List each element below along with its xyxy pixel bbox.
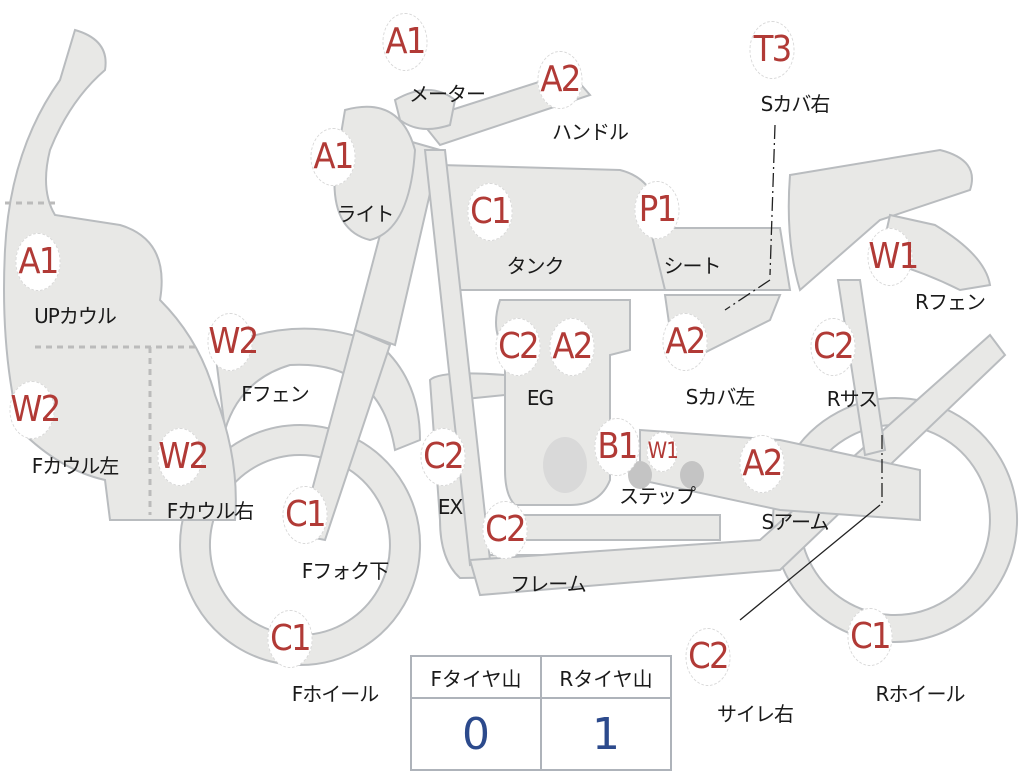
part-label-light: ライト bbox=[336, 202, 395, 226]
part-label-front-fender: Fフェン bbox=[241, 382, 310, 406]
front-tire-value[interactable]: 0 bbox=[410, 697, 542, 771]
damage-code-meter[interactable]: A1 bbox=[382, 13, 428, 71]
part-label-front-fork-lower: Fフォク下 bbox=[301, 559, 390, 583]
rear-tire-header: Rタイヤ山 bbox=[540, 655, 672, 699]
part-label-seat: シート bbox=[663, 254, 722, 278]
front-tire-header: Fタイヤ山 bbox=[410, 655, 542, 699]
damage-code-engine-2[interactable]: A2 bbox=[549, 318, 595, 376]
part-label-meter: メーター bbox=[409, 82, 486, 106]
part-label-step: ステップ bbox=[619, 484, 696, 508]
part-label-front-cowl-right: Fカウル右 bbox=[166, 499, 255, 523]
part-label-rear-suspension: Rサス bbox=[826, 387, 878, 411]
damage-code-frame[interactable]: C2 bbox=[482, 501, 528, 559]
damage-code-front-cowl-left[interactable]: W2 bbox=[9, 381, 61, 439]
damage-code-rear-fender[interactable]: W1 bbox=[867, 228, 919, 286]
damage-code-rear-suspension[interactable]: C2 bbox=[810, 318, 856, 376]
part-label-exhaust: EX bbox=[437, 495, 463, 519]
part-label-front-cowl-left: Fカウル左 bbox=[31, 454, 120, 478]
damage-code-upper-cowl[interactable]: A1 bbox=[15, 233, 61, 291]
damage-code-engine-1[interactable]: C2 bbox=[495, 318, 541, 376]
part-label-upper-cowl: UPカウル bbox=[34, 304, 117, 328]
damage-code-front-cowl-right[interactable]: W2 bbox=[157, 428, 209, 486]
damage-code-front-fender[interactable]: W2 bbox=[207, 313, 259, 371]
part-label-front-wheel: Fホイール bbox=[291, 682, 380, 706]
damage-code-light[interactable]: A1 bbox=[310, 128, 356, 186]
tire-tread-table: Fタイヤ山 Rタイヤ山 0 1 bbox=[410, 655, 672, 771]
damage-code-side-cover-right[interactable]: T3 bbox=[749, 21, 795, 79]
part-label-frame: フレーム bbox=[510, 572, 586, 596]
damage-code-step-2[interactable]: W1 bbox=[646, 432, 679, 472]
part-label-tank: タンク bbox=[506, 254, 565, 278]
part-label-swing-arm: Sアーム bbox=[761, 510, 830, 534]
damage-code-handle[interactable]: A2 bbox=[537, 51, 583, 109]
damage-code-step-1[interactable]: B1 bbox=[594, 418, 640, 476]
part-label-side-cover-left: Sカバ左 bbox=[685, 385, 756, 409]
damage-code-swing-arm[interactable]: A2 bbox=[739, 435, 785, 493]
damage-code-exhaust[interactable]: C2 bbox=[420, 428, 466, 486]
damage-code-rear-wheel[interactable]: C1 bbox=[847, 608, 893, 666]
damage-code-front-wheel[interactable]: C1 bbox=[267, 610, 313, 668]
damage-code-front-fork-lower[interactable]: C1 bbox=[282, 486, 328, 544]
part-label-handle: ハンドル bbox=[552, 120, 629, 144]
damage-code-silencer-right[interactable]: C2 bbox=[685, 628, 731, 686]
part-label-rear-wheel: Rホイール bbox=[875, 682, 966, 706]
part-label-side-cover-right: Sカバ右 bbox=[760, 92, 831, 116]
damage-code-tank[interactable]: C1 bbox=[467, 183, 513, 241]
part-label-rear-fender: Rフェン bbox=[915, 290, 986, 314]
part-label-engine: EG bbox=[526, 386, 554, 410]
rear-tire-value[interactable]: 1 bbox=[540, 697, 672, 771]
damage-code-seat[interactable]: P1 bbox=[634, 181, 680, 239]
part-label-silencer-right: サイレ右 bbox=[717, 702, 794, 726]
damage-code-side-cover-left[interactable]: A2 bbox=[662, 313, 708, 371]
